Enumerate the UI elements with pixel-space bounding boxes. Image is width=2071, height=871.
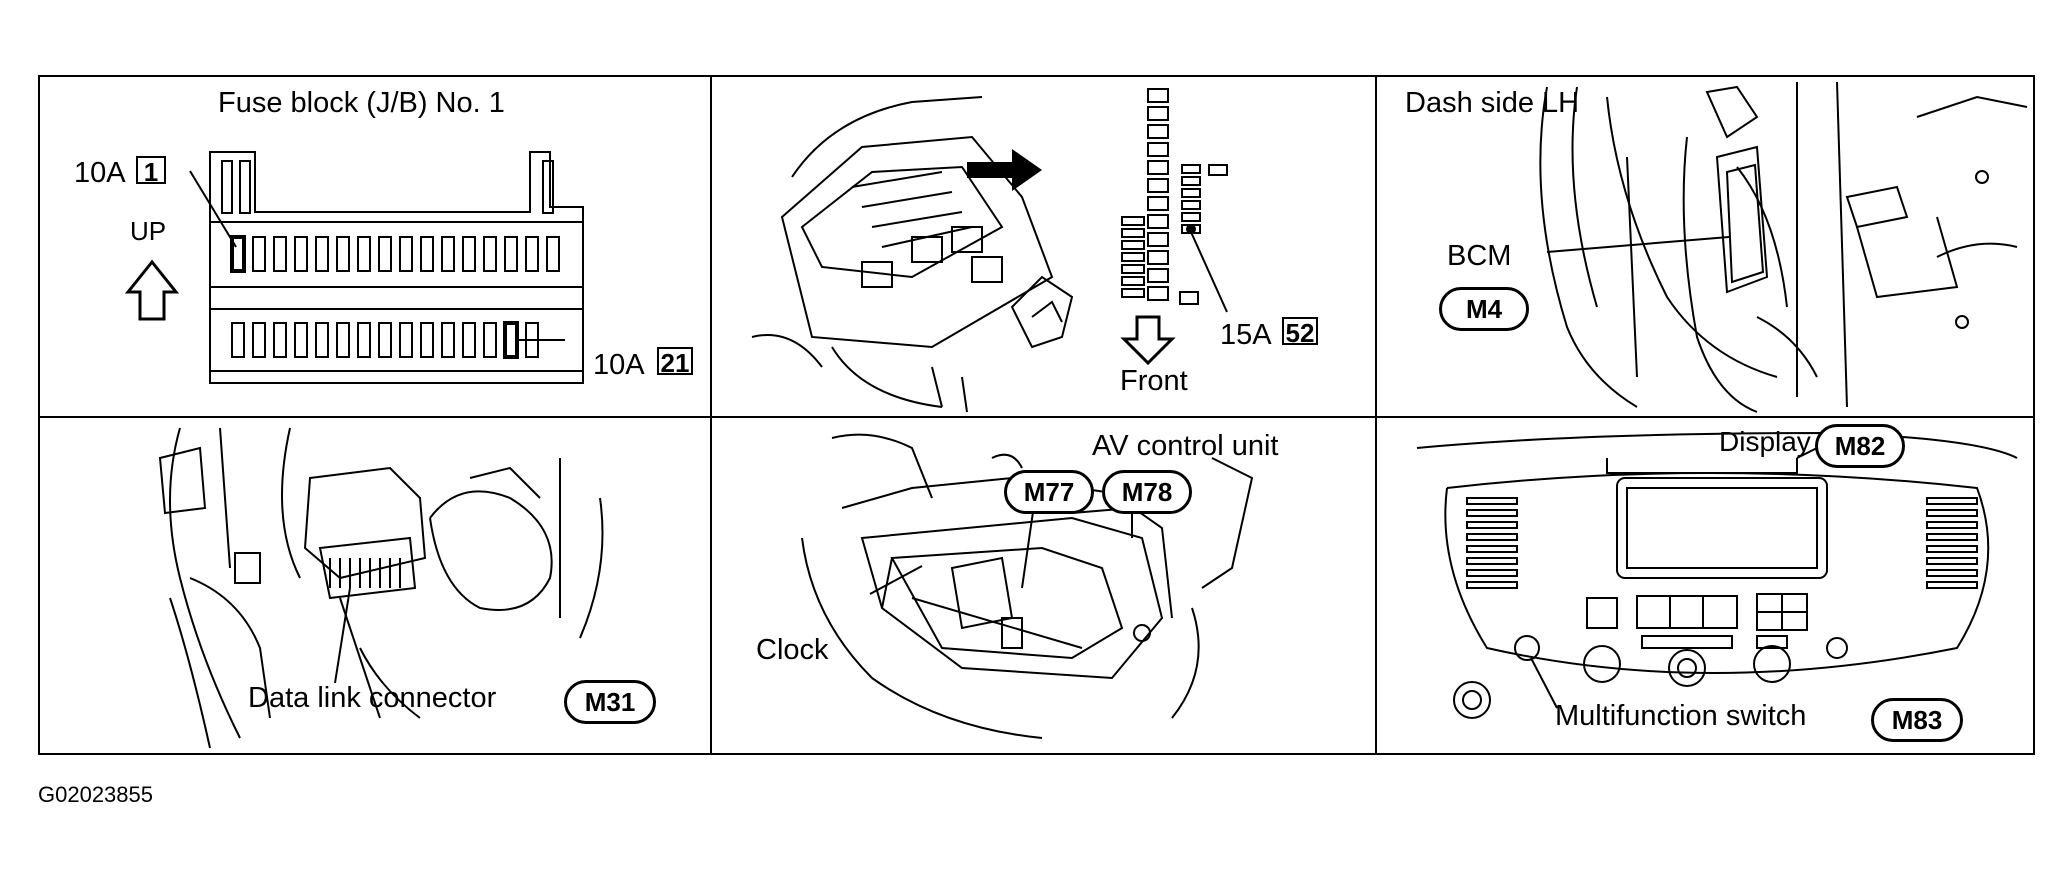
bcm-connector-badge: M4 bbox=[1439, 287, 1529, 331]
data-link-cell: Data link connector M31 bbox=[40, 418, 710, 755]
data-link-connector-badge: M31 bbox=[564, 680, 656, 724]
clock-label: Clock bbox=[756, 634, 829, 666]
engine-fuse-number: 52 bbox=[1282, 317, 1318, 347]
av-connector-b-badge: M78 bbox=[1102, 470, 1192, 514]
av-connector-a-badge: M77 bbox=[1004, 470, 1094, 514]
av-control-drawing bbox=[801, 433, 1254, 739]
dash-side-drawing bbox=[1539, 81, 2028, 413]
display-panel-drawing bbox=[1416, 431, 2018, 719]
av-control-cell: AV control unit M77 M78 Clock bbox=[712, 418, 1375, 755]
av-control-title: AV control unit bbox=[1092, 430, 1279, 462]
data-link-label: Data link connector bbox=[248, 682, 497, 714]
fuse-top-amp: 10A bbox=[74, 157, 126, 189]
display-connector-badge: M82 bbox=[1815, 424, 1905, 468]
fuse-top-number: 1 bbox=[136, 156, 166, 186]
grid-divider-2 bbox=[1375, 77, 1377, 753]
engine-bay-cell: 15A 52 Front bbox=[712, 77, 1375, 416]
component-location-grid: Fuse block (J/B) No. 1 10A 1 UP 10A 21 bbox=[38, 75, 2035, 755]
up-label: UP bbox=[130, 216, 167, 246]
engine-bay-drawing bbox=[751, 88, 1228, 413]
fuse-bottom-number: 21 bbox=[657, 347, 693, 377]
front-arrow-icon bbox=[1120, 315, 1176, 366]
fuse-bottom-amp: 10A bbox=[593, 349, 645, 381]
display-panel-cell: Display M82 Multifunction switch M83 bbox=[1377, 418, 2035, 755]
figure-code: G02023855 bbox=[38, 782, 153, 807]
display-label: Display bbox=[1719, 426, 1811, 457]
up-arrow-icon bbox=[124, 259, 180, 321]
data-link-drawing bbox=[158, 427, 604, 749]
multifunction-switch-label: Multifunction switch bbox=[1555, 700, 1807, 732]
fuse-block-drawing bbox=[124, 151, 584, 384]
grid-divider-1 bbox=[710, 77, 712, 753]
bcm-label: BCM bbox=[1447, 240, 1512, 272]
engine-fuse-amp: 15A bbox=[1220, 319, 1272, 351]
front-label: Front bbox=[1120, 365, 1188, 397]
switch-connector-badge: M83 bbox=[1871, 698, 1963, 742]
fuse-block-title: Fuse block (J/B) No. 1 bbox=[218, 87, 505, 119]
dash-side-title: Dash side LH bbox=[1405, 87, 1580, 119]
grid-divider-horizontal bbox=[40, 416, 2033, 418]
dash-side-cell: Dash side LH BCM M4 bbox=[1377, 77, 2035, 416]
fuse-block-cell: Fuse block (J/B) No. 1 10A 1 UP 10A 21 bbox=[40, 77, 710, 416]
